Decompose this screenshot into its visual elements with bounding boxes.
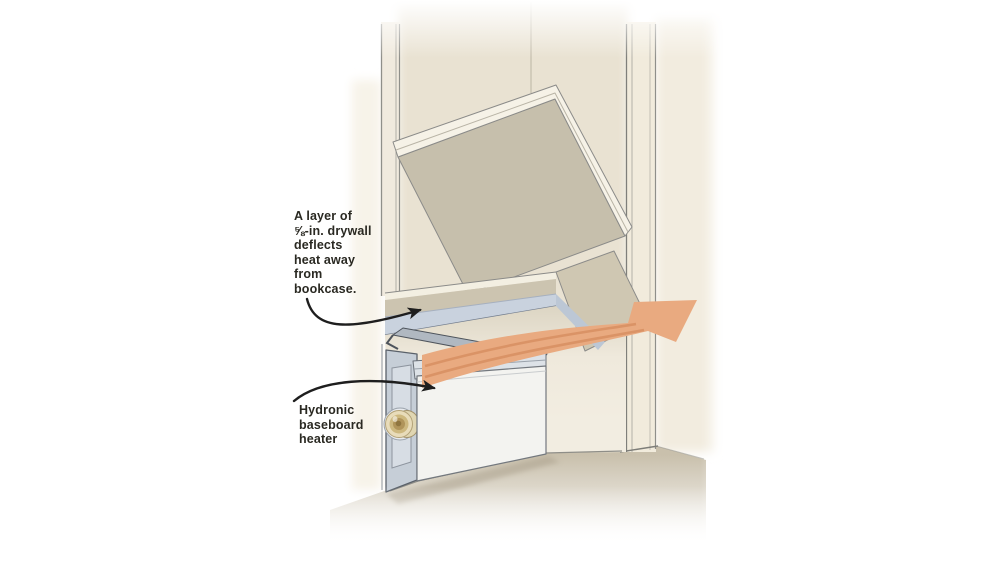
right-fade <box>698 0 760 563</box>
drywall-callout-line: ⅝-in. drywall <box>294 223 372 238</box>
shelf-edge-inner-line <box>395 92 629 233</box>
bottom-fascia-top-line <box>384 271 557 294</box>
brass-pipe-fitting <box>383 407 420 441</box>
heater-callout-line: heater <box>299 432 338 446</box>
shelf-edge-band <box>392 84 633 237</box>
drywall-callout-line: deflects <box>294 238 343 252</box>
bottom-fascia-highlight <box>385 272 556 300</box>
top-fade <box>260 0 740 58</box>
drywall-callout-label: A layer of ⅝-in. drywall deflects heat a… <box>294 209 372 296</box>
bookcase-right-side-panel <box>619 22 659 453</box>
heater-callout-line: baseboard <box>299 417 364 432</box>
bottom-fascia <box>385 279 556 317</box>
heater-callout-arrow <box>292 379 436 403</box>
heater-front-panel <box>416 365 547 482</box>
right-panel-face <box>626 22 656 452</box>
bookcase-bottom-assembly <box>384 271 557 336</box>
bottom-fade <box>280 486 740 563</box>
heat-arrow-stripe-1 <box>424 322 637 368</box>
heater-callout-label: Hydronic baseboard heater <box>299 403 364 447</box>
wall-floor-line-right <box>655 445 705 460</box>
drywall-callout-line: from <box>294 267 323 281</box>
heater-callout-line: Hydronic <box>299 403 355 417</box>
heat-arrow-stripe-2 <box>424 328 645 379</box>
baseboard-heater <box>381 327 548 493</box>
right-panel-base-line <box>619 445 659 453</box>
heat-flow-arrow <box>422 300 697 388</box>
drywall-callout-line: heat away <box>294 252 356 267</box>
drywall-layer <box>385 294 556 335</box>
drywall-callout-line: A layer of <box>294 209 353 223</box>
drywall-callout-line: bookcase. <box>294 281 357 296</box>
left-stile-face-fill <box>381 22 400 296</box>
bookcase-shelf <box>392 84 633 295</box>
bookcase-left-side-panel <box>380 22 401 296</box>
drywall-callout-arrow <box>305 297 422 326</box>
wall-left-strip <box>352 80 381 490</box>
heater-damper-bracket <box>385 334 399 350</box>
fitting-center <box>395 420 402 427</box>
heat-arrow-body <box>422 300 697 388</box>
fitting-highlight <box>392 416 398 422</box>
